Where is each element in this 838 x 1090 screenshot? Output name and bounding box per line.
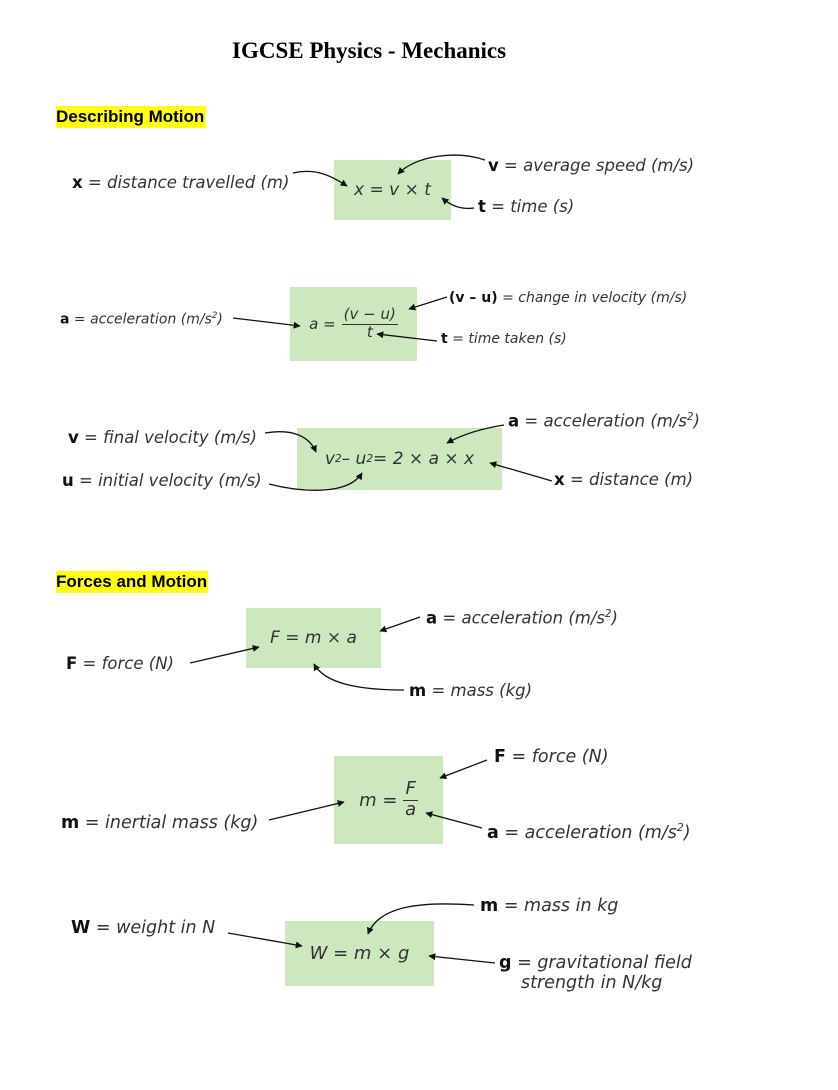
arrow — [379, 616, 421, 633]
label-text: = inertial mass (kg) — [79, 813, 259, 833]
symbol-F: F — [66, 654, 78, 673]
fraction-denominator: a — [405, 799, 417, 820]
superscript: 2 — [687, 412, 694, 423]
label-weight-in-n: W = weight in N — [71, 918, 215, 938]
symbol-F: F — [494, 747, 506, 767]
label-acceleration: a = acceleration (m/s2) — [426, 609, 618, 628]
fraction-numerator: (v − u) — [341, 305, 398, 325]
superscript: 2 — [211, 311, 218, 321]
symbol-x: x — [72, 173, 83, 192]
label-distance-travelled: x = distance travelled (m) — [72, 173, 290, 193]
label-text: = initial velocity (m/s) — [73, 471, 262, 490]
symbol-x: x — [554, 470, 565, 489]
label-text: = mass (kg) — [426, 681, 533, 700]
symbol-a: a — [60, 311, 70, 328]
label-text: = acceleration (m/s — [498, 822, 677, 843]
label-text: = average speed (m/s) — [498, 156, 695, 175]
label-text: ) — [611, 608, 618, 628]
symbol-v: v — [68, 428, 79, 447]
label-mass: m = mass (kg) — [409, 681, 533, 701]
label-text: = change in velocity (m/s) — [497, 290, 688, 306]
formula-acceleration: a = (v − u) t — [290, 287, 417, 361]
symbol-W: W — [71, 918, 91, 938]
label-acceleration: a = acceleration (m/s2) — [508, 412, 700, 431]
label-time: t = time (s) — [478, 197, 575, 217]
label-mass-in-kg: m = mass in kg — [480, 896, 618, 916]
formula-inertial-mass: m = F a — [334, 756, 443, 844]
label-text: strength in N/kg — [521, 973, 663, 994]
symbol-a: a — [426, 608, 438, 628]
label-text: ) — [683, 822, 691, 843]
label-text: = force (N) — [77, 654, 174, 673]
label-text: = acceleration (m/s — [437, 608, 606, 628]
label-text: = time taken (s) — [447, 331, 567, 347]
symbol-v-minus-u: (v – u) — [449, 290, 498, 306]
label-distance: x = distance (m) — [554, 470, 694, 490]
arrow — [439, 759, 488, 780]
symbol-t: t — [478, 197, 486, 216]
superscript: 2 — [334, 453, 342, 465]
symbol-m: m — [480, 896, 499, 916]
label-change-in-velocity: (v – u) = change in velocity (m/s) — [449, 290, 687, 306]
label-initial-velocity: u = initial velocity (m/s) — [62, 471, 262, 491]
formula-part: v — [324, 449, 335, 469]
symbol-u: u — [62, 471, 74, 490]
label-text: = time (s) — [485, 197, 575, 216]
arrow — [428, 953, 496, 964]
label-text: = weight in N — [90, 918, 216, 938]
arrow — [268, 800, 345, 821]
label-force: F = force (N) — [66, 654, 174, 674]
label-acceleration: a = acceleration (m/s2) — [487, 821, 691, 843]
symbol-a: a — [487, 822, 499, 843]
formula-lhs: m = — [359, 789, 398, 811]
fraction-denominator: t — [366, 323, 373, 341]
formula-speed: x = v × t — [334, 160, 451, 220]
fraction: (v − u) t — [341, 305, 398, 341]
section-heading-forces-and-motion: Forces and Motion — [56, 571, 209, 593]
label-text: = acceleration (m/s — [69, 311, 212, 328]
superscript: 2 — [605, 609, 612, 620]
label-text: = acceleration (m/s — [519, 411, 688, 431]
fraction: F a — [403, 778, 418, 820]
label-time-taken: t = time taken (s) — [441, 331, 567, 347]
superscript: 2 — [366, 453, 374, 465]
fraction-numerator: F — [403, 778, 418, 801]
label-text: = distance travelled (m) — [82, 173, 290, 192]
symbol-m: m — [61, 813, 80, 833]
label-text: ) — [693, 411, 700, 431]
label-text: ) — [217, 311, 223, 328]
formula-lhs: a = — [309, 315, 336, 333]
label-inertial-mass: m = inertial mass (kg) — [61, 813, 258, 833]
symbol-m: m — [409, 681, 427, 700]
label-text: = gravitational field — [511, 953, 692, 973]
label-text: = force (N) — [505, 747, 609, 767]
symbol-a: a — [508, 411, 520, 431]
label-text: = distance (m) — [564, 470, 694, 489]
page-title: IGCSE Physics - Mechanics — [232, 38, 507, 63]
formula-force: F = m × a — [246, 608, 381, 668]
section-heading-describing-motion: Describing Motion — [56, 106, 206, 128]
symbol-t: t — [441, 331, 448, 347]
label-force: F = force (N) — [494, 747, 609, 767]
formula-part: = 2 × a × x — [373, 449, 475, 469]
formula-part: – u — [341, 449, 367, 469]
label-text: = final velocity (m/s) — [78, 428, 257, 447]
label-text: = mass in kg — [498, 896, 619, 916]
label-average-speed: v = average speed (m/s) — [488, 156, 695, 176]
superscript: 2 — [676, 821, 684, 834]
symbol-v: v — [488, 156, 499, 175]
symbol-g: g — [499, 953, 512, 973]
label-final-velocity: v = final velocity (m/s) — [68, 428, 257, 448]
label-acceleration: a = acceleration (m/s2) — [60, 311, 223, 328]
formula-weight: W = m × g — [285, 921, 434, 986]
